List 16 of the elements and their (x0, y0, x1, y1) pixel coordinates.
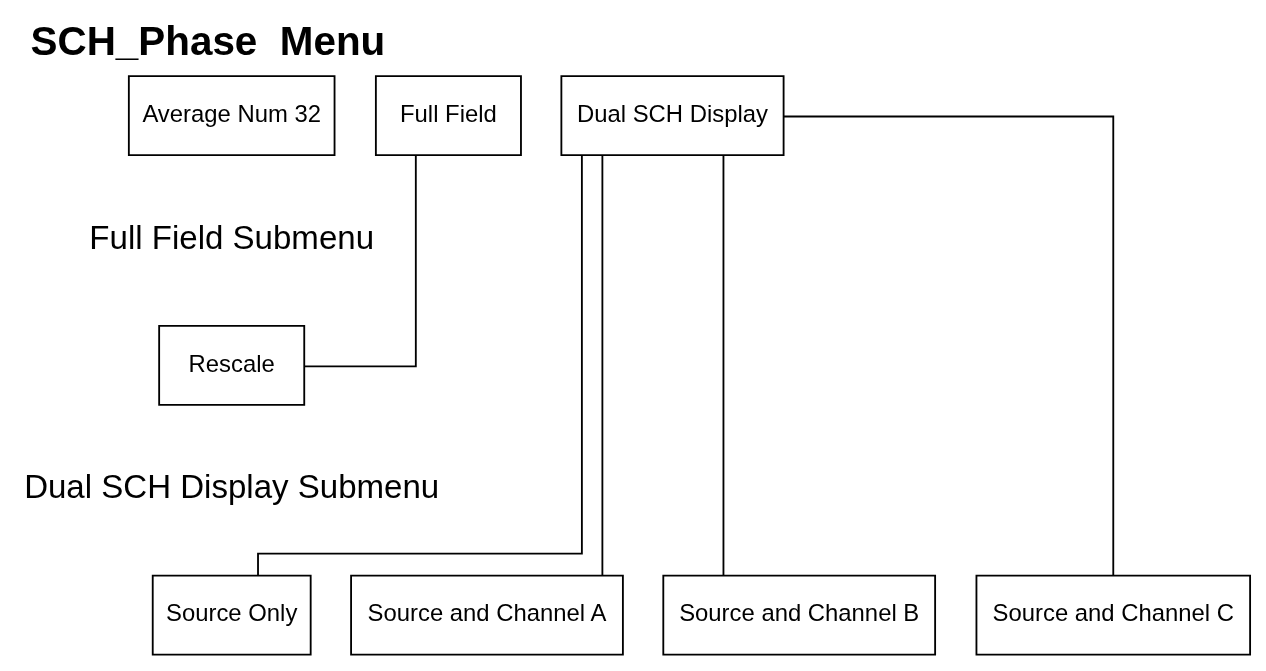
connector (303, 153, 417, 367)
connector (782, 115, 1115, 576)
diagram-title: SCH_Phase Menu (30, 17, 386, 64)
node-box: Source and Channel B (662, 574, 937, 656)
node-box: Rescale (158, 324, 306, 406)
label: Dual SCH Display Submenu (24, 467, 440, 505)
connector (722, 154, 725, 577)
node-box: Average Num 32 (127, 74, 336, 156)
connector (601, 154, 604, 577)
connector (257, 153, 583, 576)
node-box: Source and Channel A (350, 574, 624, 656)
node-box: Full Field (374, 74, 522, 156)
node-box: Source and Channel C (975, 574, 1251, 656)
node-box: Dual SCH Display (560, 74, 785, 156)
node-box: Source Only (151, 574, 312, 656)
label: Full Field Submenu (89, 218, 375, 256)
